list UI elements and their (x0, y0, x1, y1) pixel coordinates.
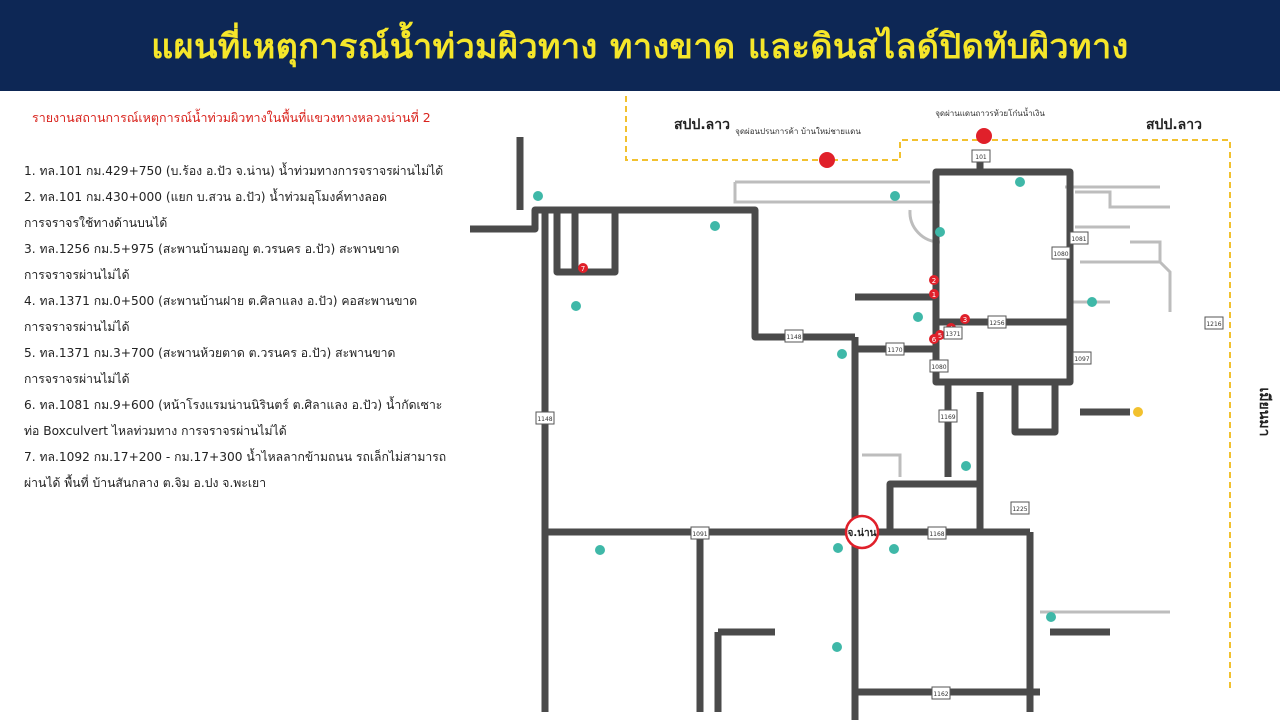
place-marker (837, 349, 847, 359)
side-country-label: เมียนมา (1256, 388, 1272, 437)
incident-marker: 3 (960, 314, 970, 324)
svg-text:1162: 1162 (933, 691, 948, 698)
place-marker (1015, 177, 1025, 187)
report-item: 1. ทล.101 กม.429+750 (บ.ร้อง อ.ปัว จ.น่า… (24, 164, 444, 178)
road-shield: 1081 (1069, 231, 1089, 245)
svg-text:1148: 1148 (786, 334, 801, 341)
svg-text:1: 1 (932, 291, 936, 299)
road-shield: 1080 (1051, 246, 1071, 260)
road-shield: 1225 (1010, 501, 1030, 515)
place-marker (935, 227, 945, 237)
place-marker (1046, 612, 1056, 622)
report-item: 5. ทล.1371 กม.3+700 (สะพานห้วยตาด ต.วรนค… (24, 346, 396, 360)
city-marker: จ.น่าน (844, 514, 880, 550)
svg-text:1170: 1170 (887, 347, 902, 354)
road-shield: 1162 (931, 686, 951, 700)
report-item: 4. ทล.1371 กม.0+500 (สะพานบ้านฝาย ต.ศิลา… (24, 294, 418, 308)
place-dots (533, 177, 1097, 652)
svg-text:2: 2 (932, 277, 936, 285)
place-marker (833, 543, 843, 553)
main-roads (470, 137, 1130, 720)
svg-text:7: 7 (581, 265, 585, 273)
svg-text:1091: 1091 (692, 531, 707, 538)
road-shield: 1097 (1072, 351, 1092, 365)
report-item: ผ่านได้ พื้นที่ บ้านสันกลาง ต.จิม อ.ปง จ… (24, 476, 267, 490)
incident-markers: 2 1 3 4 5 6 7 (578, 263, 970, 344)
svg-text:6: 6 (932, 336, 937, 344)
border-lines (625, 96, 1231, 692)
svg-text:1081: 1081 (1071, 236, 1086, 243)
svg-text:1216: 1216 (1206, 321, 1221, 328)
road-shield: 1169 (938, 409, 958, 423)
svg-text:101: 101 (975, 154, 987, 161)
report-item: 6. ทล.1081 กม.9+600 (หน้าโรงแรมน่านนิริน… (24, 398, 443, 412)
place-marker (890, 191, 900, 201)
road-shield: 1091 (690, 526, 710, 540)
road-shields: 101 1080 1081 1097 1169 1148 1170 1256 1… (535, 149, 1224, 700)
report-item: การจราจรใช้ทางด้านบนได้ (24, 216, 168, 230)
yellow-marker (1133, 407, 1143, 417)
road-shield: 1168 (927, 526, 947, 540)
svg-text:1169: 1169 (940, 414, 955, 421)
place-marker (595, 545, 605, 555)
svg-text:1080: 1080 (931, 364, 946, 371)
report-title: รายงานสถานการณ์เหตุการณ์น้ำท่วมผิวทางในพ… (32, 110, 431, 125)
road-shield: 1216 (1204, 316, 1224, 330)
svg-text:5: 5 (938, 332, 942, 340)
road-shield: 1148 (784, 329, 804, 343)
svg-text:1225: 1225 (1012, 506, 1027, 513)
place-marker (889, 544, 899, 554)
minor-roads (733, 180, 1172, 614)
svg-text:1080: 1080 (1053, 251, 1068, 258)
report-item: ท่อ Boxculvert ไหลท่วมทาง การจราจรผ่านไม… (24, 424, 287, 438)
road-map: 2 1 3 4 5 6 7 จ.น่าน 101 1080 1081 1097 … (470, 96, 1272, 720)
place-marker (913, 312, 923, 322)
svg-text:1097: 1097 (1074, 356, 1089, 363)
border-points (819, 128, 1143, 417)
incident-marker: 6 (929, 334, 939, 344)
road-shield: 1170 (885, 342, 905, 356)
svg-text:จ.น่าน: จ.น่าน (848, 527, 877, 539)
road-shield: 1371 (943, 326, 963, 340)
report-item: การจราจรผ่านไม่ได้ (24, 268, 130, 282)
border-point-right-marker (976, 128, 992, 144)
place-marker (533, 191, 543, 201)
place-marker (710, 221, 720, 231)
report-item: 7. ทล.1092 กม.17+200 - กม.17+300 น้ำไหลล… (24, 450, 447, 464)
report-item: 2. ทล.101 กม.430+000 (แยก บ.สวน อ.ปัว) น… (24, 190, 388, 204)
road-shield: 101 (971, 149, 991, 163)
country-label-left: สปป.ลาว (674, 117, 730, 133)
place-marker (832, 642, 842, 652)
report-item: 3. ทล.1256 กม.5+975 (สะพานบ้านมอญ ต.วรนค… (24, 242, 400, 256)
country-label-right: สปป.ลาว (1146, 117, 1202, 133)
svg-text:3: 3 (963, 316, 967, 324)
incident-marker: 7 (578, 263, 588, 273)
place-marker (571, 301, 581, 311)
report-panel: รายงานสถานการณ์เหตุการณ์น้ำท่วมผิวทางในพ… (24, 108, 474, 496)
road-shield: 1256 (987, 315, 1007, 329)
report-item: การจราจรผ่านไม่ได้ (24, 372, 130, 386)
road-shield: 1080 (929, 359, 949, 373)
place-marker (961, 461, 971, 471)
page-title: แผนที่เหตุการณ์น้ำท่วมผิวทาง ทางขาด และด… (151, 26, 1129, 67)
border-point-left-marker (819, 152, 835, 168)
report-item: การจราจรผ่านไม่ได้ (24, 320, 130, 334)
place-marker (1087, 297, 1097, 307)
svg-text:1256: 1256 (989, 320, 1004, 327)
road-shield: 1148 (535, 411, 555, 425)
svg-text:1168: 1168 (929, 531, 944, 538)
header-bar: แผนที่เหตุการณ์น้ำท่วมผิวทาง ทางขาด และด… (0, 0, 1280, 91)
border-point-left-label: จุดผ่อนปรนการค้า บ้านใหม่ชายแดน (735, 127, 861, 136)
incident-marker: 1 (929, 289, 939, 299)
border-point-right-label: จุดผ่านแดนถาวรห้วยโก๋นน้ำเงิน (935, 107, 1045, 118)
incident-marker: 2 (929, 275, 939, 285)
svg-text:1148: 1148 (537, 416, 552, 423)
svg-text:1371: 1371 (945, 331, 960, 338)
